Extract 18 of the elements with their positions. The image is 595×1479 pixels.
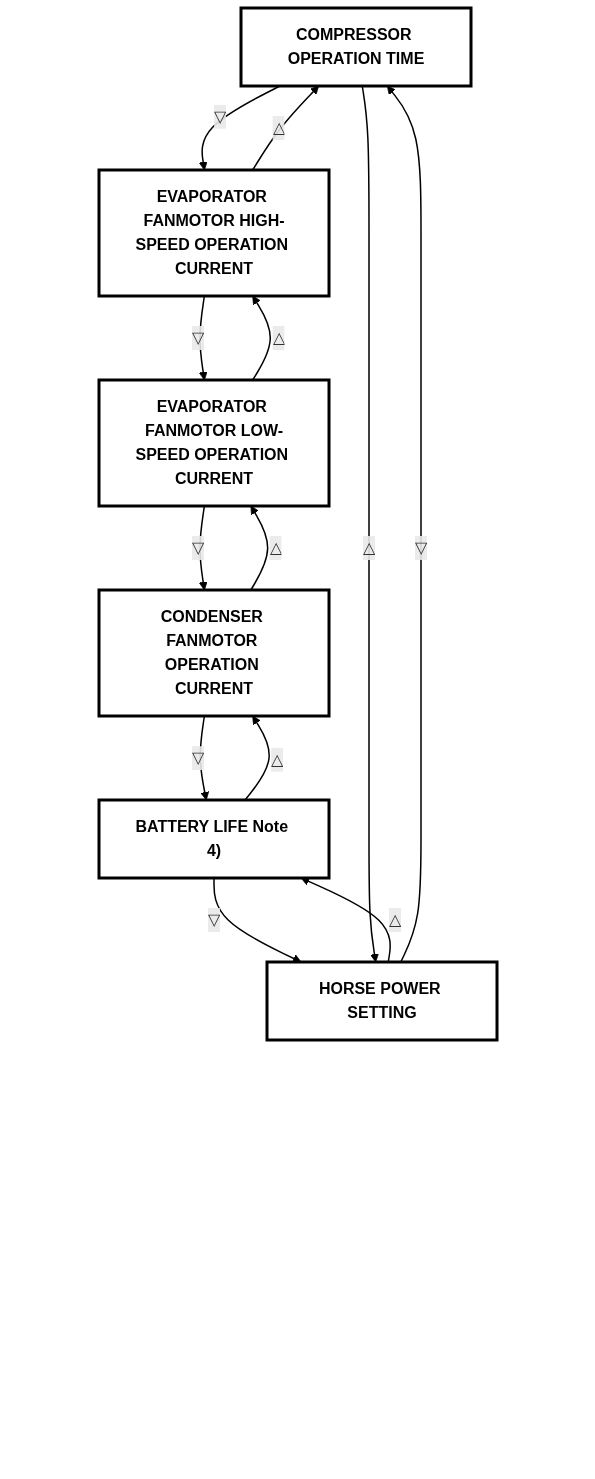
edge-label: ▽: [191, 749, 204, 767]
node-box: HORSE POWER SETTING: [265, 960, 498, 1042]
edge-label: △: [272, 119, 284, 136]
edge-label: △: [269, 539, 281, 556]
edge-label: ▽: [191, 329, 204, 346]
node-box: EVAPORATOR FANMOTOR LOW-SPEED OPERATION CURRENT: [97, 378, 330, 508]
edge-label: ▽: [191, 539, 204, 556]
edge-label: △: [388, 911, 401, 928]
edge-label: △: [272, 329, 284, 346]
edge-label: △: [270, 750, 283, 768]
edge-label: ▽: [207, 911, 220, 928]
edge-label: ▽: [213, 107, 226, 125]
node-box: BATTERY LIFE Note 4): [97, 798, 330, 880]
node-box: COMPRESSOR OPERATION TIME: [239, 6, 472, 88]
node-box: EVAPORATOR FANMOTOR HIGH-SPEED OPERATION CURRENT: [97, 168, 330, 298]
edge-label: ▽: [414, 539, 427, 556]
edge-label: △: [362, 539, 375, 556]
node-box: CONDENSER FANMOTOR OPERATION CURRENT: [97, 588, 330, 718]
